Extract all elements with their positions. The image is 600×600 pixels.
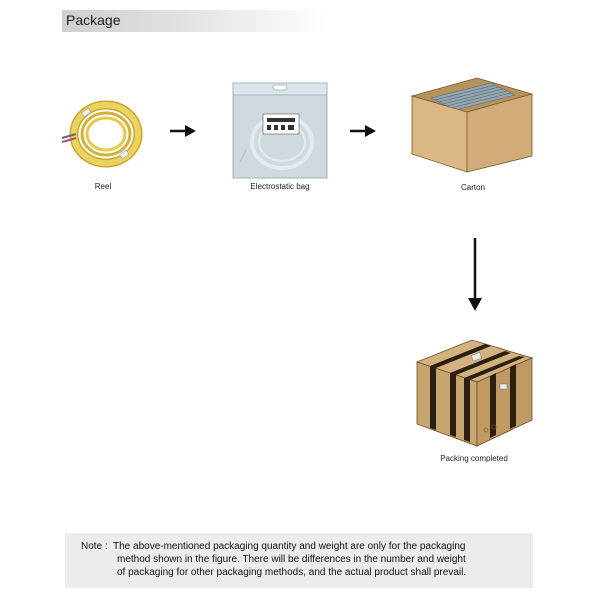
- arrow-right-icon: [170, 125, 196, 137]
- note-prefix: Note :: [81, 541, 108, 552]
- carton-stage: [407, 68, 537, 180]
- reel-stage: [58, 98, 148, 168]
- reel-icon: [61, 100, 143, 168]
- section-header-bar: Package: [62, 10, 330, 32]
- arrow-right-icon: [350, 125, 376, 137]
- sealed-box-icon: [415, 339, 534, 447]
- note-lines: The above-mentioned packaging quantity a…: [113, 540, 527, 579]
- carton-icon: [410, 77, 534, 173]
- step-label-electrostatic-bag: Electrostatic bag: [250, 182, 310, 191]
- step-label-carton: Carton: [460, 183, 485, 192]
- note-line: method shown in the figure. There will b…: [117, 554, 466, 565]
- step-label-reel: Reel: [94, 182, 112, 191]
- note-line: The above-mentioned packaging quantity a…: [113, 541, 466, 552]
- bag-stage: [232, 80, 328, 180]
- electrostatic-bag-icon: [232, 82, 328, 179]
- note-line: of packaging for other packaging methods…: [117, 567, 467, 578]
- sealed-box-stage: [412, 332, 536, 450]
- section-title: Package: [66, 12, 121, 28]
- note-box: Note : The above-mentioned packaging qua…: [65, 533, 533, 588]
- arrow-down-icon: [468, 238, 482, 311]
- step-label-packing-completed: Packing completed: [440, 454, 508, 463]
